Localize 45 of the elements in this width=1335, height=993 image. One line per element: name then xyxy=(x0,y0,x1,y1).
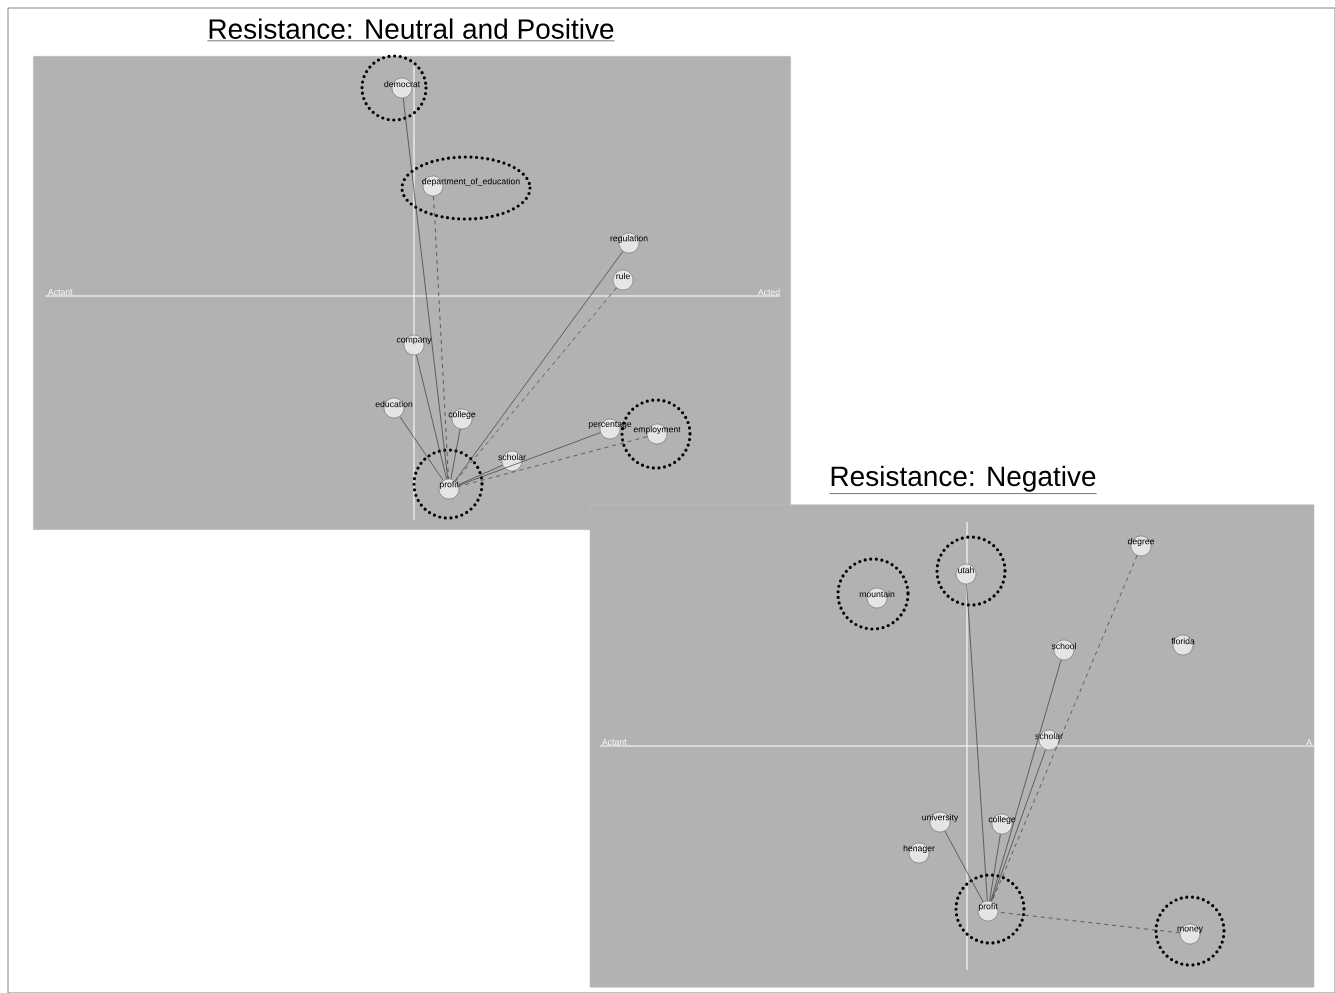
term-sphere: regulation xyxy=(610,232,648,254)
connector-line xyxy=(990,659,1062,902)
term-sphere: scholar xyxy=(498,450,526,472)
connector-line xyxy=(402,97,449,480)
term-sphere: college xyxy=(988,813,1016,835)
connector-line xyxy=(989,833,1001,902)
connector-line xyxy=(997,911,1181,934)
axis-label: Acted xyxy=(757,288,780,296)
axis-label: A xyxy=(1306,739,1313,745)
term-sphere: florida xyxy=(1171,634,1195,656)
connector-line xyxy=(416,354,447,480)
connector-line xyxy=(399,416,444,481)
connector-line xyxy=(458,436,648,487)
term-sphere: democrat xyxy=(384,77,420,99)
term-sphere: scholar xyxy=(1035,729,1063,751)
term-sphere: college xyxy=(448,408,476,430)
term-sphere: rule xyxy=(612,269,634,291)
connector-line xyxy=(458,464,503,486)
term-sphere: education xyxy=(375,397,413,419)
connector-line xyxy=(991,555,1138,902)
term-sphere: university xyxy=(922,811,959,833)
connector-line xyxy=(433,196,449,480)
axis-label: Actant xyxy=(47,289,73,296)
term-sphere: money xyxy=(1177,923,1203,945)
term-sphere: utah xyxy=(955,563,977,585)
connector-line xyxy=(944,830,984,903)
connector-line xyxy=(450,428,461,480)
term-sphere: school xyxy=(1051,639,1076,661)
term-sphere: mountain xyxy=(859,587,895,609)
term-sphere: percentage xyxy=(588,418,632,440)
axis-label: Actant xyxy=(601,739,627,746)
term-sphere: employment xyxy=(633,423,681,445)
term-sphere: department_of_education xyxy=(422,175,520,197)
connector-line xyxy=(455,287,617,482)
connector-line xyxy=(966,584,988,902)
panel-title: Resistance: Neutral and Positive xyxy=(207,18,615,42)
connector-line xyxy=(454,251,624,481)
term-sphere: profit xyxy=(977,900,999,922)
connector-line xyxy=(458,432,601,486)
term-sphere: henager xyxy=(903,842,935,864)
panel-title: Resistance: Negative xyxy=(829,465,1097,494)
term-sphere: company xyxy=(396,334,432,356)
term-sphere: profit xyxy=(438,478,460,500)
term-sphere: degree xyxy=(1127,535,1155,557)
connector-line xyxy=(991,749,1046,902)
